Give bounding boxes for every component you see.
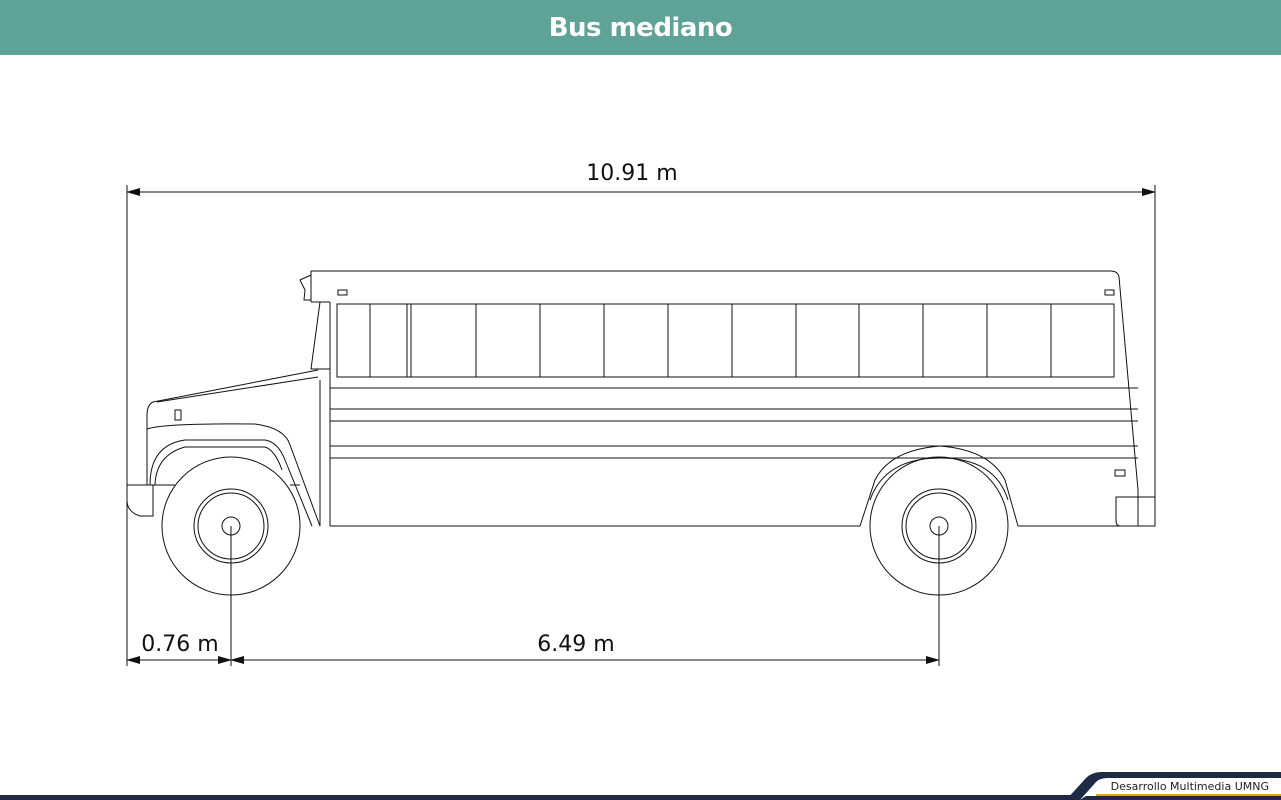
dimension-lines [126,185,1156,666]
total-length-label: 10.91 m [586,161,677,186]
footer-tab [1066,772,1281,800]
header-bar: Bus mediano [0,0,1281,55]
wheelbase-label: 6.49 m [537,632,614,657]
front-wheel [161,456,301,596]
footer-bar [0,795,1281,800]
bus-body [126,270,1156,527]
windows [336,303,1115,378]
page-title: Bus mediano [548,12,733,43]
front-overhang-label: 0.76 m [141,632,218,657]
rear-wheel [869,456,1009,596]
footer-credit: Desarrollo Multimedia UMNG [1110,780,1269,793]
